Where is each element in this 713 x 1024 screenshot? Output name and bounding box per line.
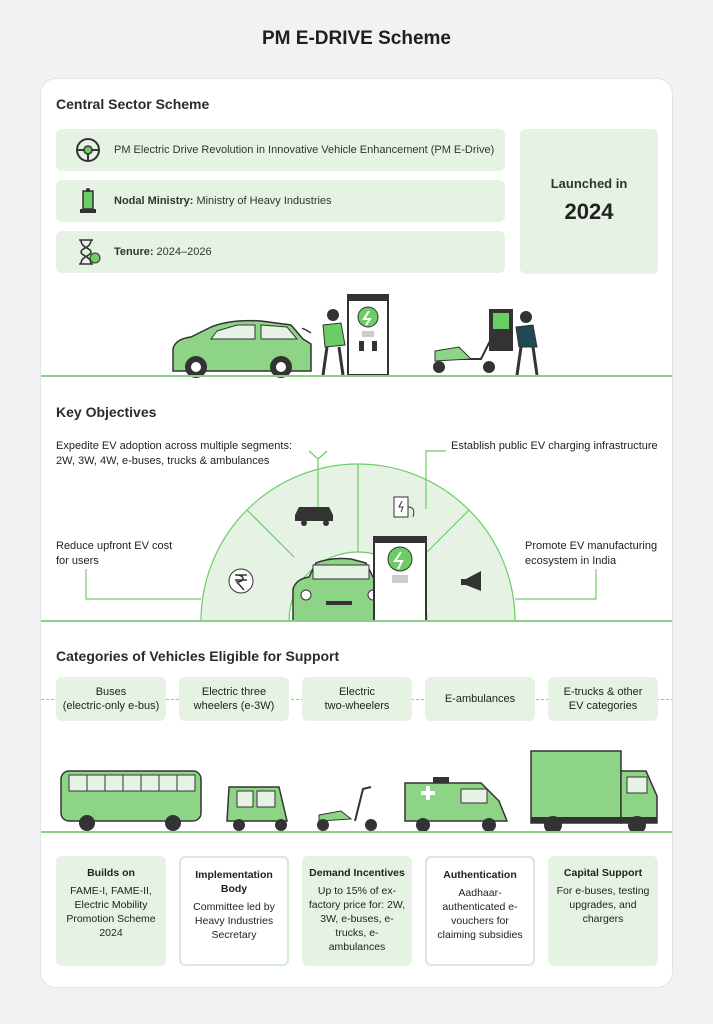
two-wheeler-illustration [317, 786, 377, 831]
feature-demand-incentives: Demand Incentives Up to 15% of ex-factor… [302, 856, 412, 966]
category-trucks-line2: EV categories [568, 700, 638, 712]
objective-manufacturing-line1: Promote EV manufacturing [525, 540, 658, 552]
truck-illustration [530, 750, 658, 833]
feature-demand-body: Up to 15% of ex-factory price for: 2W, 3… [308, 885, 406, 953]
central-sector-title: Central Sector Scheme [56, 96, 210, 112]
feature-implementation-body: Committee led by Heavy Industries Secret… [193, 901, 275, 941]
car-illustration [172, 319, 312, 378]
category-three-wheelers: Electric three wheelers (e-3W) [179, 677, 289, 721]
nodal-ministry-box: Nodal Ministry: Ministry of Heavy Indust… [56, 180, 505, 222]
objective-cost-line2: for users [56, 555, 99, 567]
launch-year: 2024 [564, 199, 614, 224]
category-two-wheelers: Electric two-wheelers [302, 677, 412, 721]
feature-authentication: Authentication Aadhaar-authenticated e-v… [425, 856, 535, 966]
objective-manufacturing: Promote EV manufacturing ecosystem in In… [525, 539, 670, 569]
feature-authentication-body: Aadhaar-authenticated e-vouchers for cla… [437, 887, 523, 941]
category-buses-line1: Buses [95, 686, 127, 698]
category-2w-line1: Electric [338, 686, 376, 698]
feature-capital-body: For e-buses, testing upgrades, and charg… [556, 885, 650, 925]
scooter-charging [433, 309, 539, 376]
objective-charging: Establish public EV charging infrastruct… [451, 440, 658, 452]
category-3w-line2: wheelers (e-3W) [193, 700, 275, 712]
key-objectives-title: Key Objectives [56, 404, 157, 420]
feature-builds-on-head: Builds on [87, 867, 135, 879]
vehicles-illustration [60, 750, 658, 833]
feature-implementation: Implementation Body Committee led by Hea… [179, 856, 289, 966]
hourglass-icon [68, 236, 108, 268]
category-trucks-line1: E-trucks & other [563, 686, 643, 698]
objectives-arc-diagram [85, 450, 597, 622]
feature-authentication-head: Authentication [443, 869, 517, 881]
category-ambulance-line1: E-ambulances [444, 693, 516, 705]
feature-demand-head: Demand Incentives [309, 867, 405, 879]
rupee-icon [228, 568, 254, 594]
objective-cost: Reduce upfront EV cost for users [56, 539, 216, 569]
person-charging-car [301, 309, 346, 376]
steering-wheel-icon [68, 134, 108, 166]
feature-builds-on: Builds on FAME-I, FAME-II, Electric Mobi… [56, 856, 166, 966]
building-pillar-icon [68, 185, 108, 217]
category-2w-line2: two-wheelers [324, 700, 390, 712]
charging-station-1 [347, 294, 389, 376]
ground-line-1 [41, 375, 672, 377]
ground-line-3 [41, 831, 672, 833]
objective-adoption-line2: 2W, 3W, 4W, e-buses, trucks & ambulances [56, 455, 270, 467]
category-ambulances: E-ambulances [425, 677, 535, 721]
launch-label: Launched in [550, 176, 628, 191]
page-title: PM E-DRIVE Scheme [262, 28, 451, 49]
nodal-ministry-text: Ministry of Heavy Industries [196, 195, 332, 207]
megaphone-icon [461, 571, 481, 591]
charger-icon [393, 496, 415, 518]
tenure-text: 2024–2026 [156, 246, 212, 258]
tenure-label: Tenure: [114, 246, 154, 258]
category-trucks: E-trucks & other EV categories [548, 677, 658, 721]
objective-manufacturing-line2: ecosystem in India [525, 555, 617, 567]
tenure-box: Tenure: 2024–2026 [56, 231, 505, 273]
bus-illustration [60, 770, 202, 831]
objective-cost-line1: Reduce upfront EV cost [56, 540, 173, 552]
feature-capital-head: Capital Support [563, 867, 643, 879]
scheme-name-text: PM Electric Drive Revolution in Innovati… [114, 144, 495, 156]
category-buses: Buses (electric-only e-bus) [56, 677, 166, 721]
charging-illustration [172, 294, 539, 378]
objective-adoption: Expedite EV adoption across multiple seg… [56, 439, 316, 469]
feature-implementation-head: Implementation Body [195, 869, 273, 895]
front-car-illustration [292, 557, 387, 622]
charging-station-2 [373, 536, 427, 622]
feature-capital-support: Capital Support For e-buses, testing upg… [548, 856, 658, 966]
launch-box: Launched in 2024 [520, 129, 658, 274]
nodal-ministry-label: Nodal Ministry: [114, 195, 194, 207]
infographic-card: Central Sector Scheme PM Electric Drive … [40, 78, 673, 988]
feature-builds-on-body: FAME-I, FAME-II, Electric Mobility Promo… [66, 885, 156, 939]
category-3w-line1: Electric three [201, 686, 267, 698]
scheme-name-box: PM Electric Drive Revolution in Innovati… [56, 129, 505, 171]
ambulance-illustration [404, 777, 509, 832]
objective-adoption-line1: Expedite EV adoption across multiple seg… [56, 440, 293, 452]
three-wheeler-illustration [226, 786, 288, 831]
ev-car-icon [295, 507, 333, 526]
ground-line-2 [41, 620, 672, 622]
category-buses-line2: (electric-only e-bus) [62, 700, 160, 712]
categories-title: Categories of Vehicles Eligible for Supp… [56, 648, 340, 664]
